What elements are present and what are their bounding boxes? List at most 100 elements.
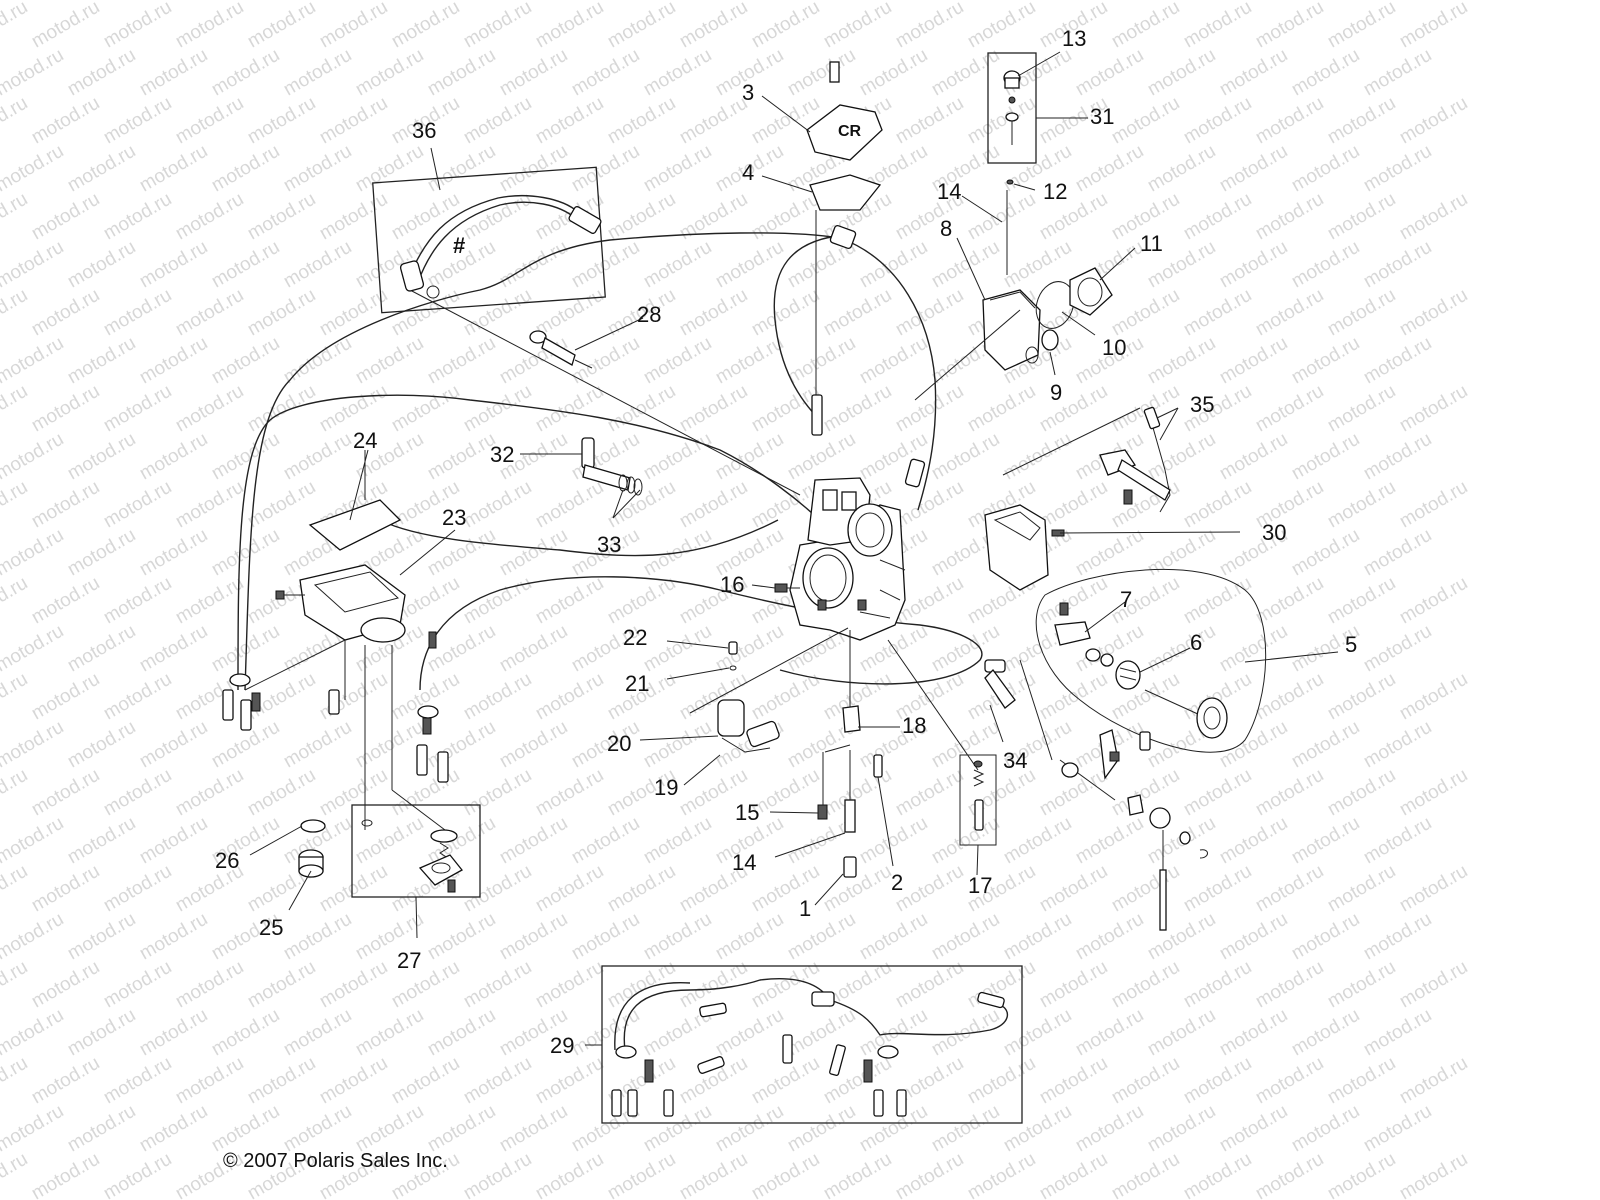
watermark-text: motod.ru bbox=[280, 45, 355, 101]
watermark-text: motod.ru bbox=[1216, 813, 1291, 869]
watermark-text: motod.ru bbox=[0, 237, 67, 293]
watermark-text: motod.ru bbox=[28, 861, 103, 917]
watermark-text: motod.ru bbox=[28, 93, 103, 149]
watermark-text: motod.ru bbox=[0, 0, 31, 52]
watermark-text: motod.ru bbox=[496, 45, 571, 101]
watermark-text: motod.ru bbox=[856, 0, 931, 4]
watermark-text: motod.ru bbox=[0, 909, 67, 965]
watermark-text: motod.ru bbox=[1360, 237, 1435, 293]
watermark-text: motod.ru bbox=[64, 909, 139, 965]
callout-31: 31 bbox=[1090, 104, 1114, 129]
watermark-text: motod.ru bbox=[712, 429, 787, 485]
parts-13-31 bbox=[1003, 70, 1021, 145]
watermark-text: motod.ru bbox=[28, 477, 103, 533]
watermark-text: motod.ru bbox=[64, 141, 139, 197]
watermark-text: motod.ru bbox=[64, 429, 139, 485]
watermark-text: motod.ru bbox=[100, 1053, 175, 1109]
watermark-text: motod.ru bbox=[1144, 1005, 1219, 1061]
watermark-text: motod.ru bbox=[784, 429, 859, 485]
watermark-text: motod.ru bbox=[460, 669, 535, 725]
watermark-text: motod.ru bbox=[64, 333, 139, 389]
watermark-text: motod.ru bbox=[640, 0, 715, 4]
watermark-text: motod.ru bbox=[0, 333, 67, 389]
watermark-text: motod.ru bbox=[424, 525, 499, 581]
float-19 bbox=[717, 699, 780, 753]
watermark-text: motod.ru bbox=[1216, 141, 1291, 197]
watermark-text: motod.ru bbox=[1252, 669, 1327, 725]
watermark-text: motod.ru bbox=[1144, 621, 1219, 677]
watermark-text: motod.ru bbox=[1108, 1053, 1183, 1109]
screw-16 bbox=[774, 583, 788, 593]
watermark-text: motod.ru bbox=[1108, 93, 1183, 149]
watermark-text: motod.ru bbox=[136, 717, 211, 773]
o-ring-10 bbox=[1035, 281, 1075, 329]
watermark-text: motod.ru bbox=[1252, 0, 1327, 52]
watermark-text: motod.ru bbox=[784, 1101, 859, 1157]
watermark-text: motod.ru bbox=[532, 861, 607, 917]
drain-plug-25 bbox=[298, 849, 324, 878]
watermark-text: motod.ru bbox=[604, 0, 679, 52]
callout-21: 21 bbox=[625, 671, 649, 696]
watermark-text: motod.ru bbox=[1324, 93, 1399, 149]
o-ring-21 bbox=[729, 665, 737, 671]
watermark-text: motod.ru bbox=[820, 1149, 895, 1200]
watermark-text: motod.ru bbox=[208, 45, 283, 101]
callout-9: 9 bbox=[1050, 380, 1062, 405]
watermark-text: motod.ru bbox=[28, 765, 103, 821]
watermark-text: motod.ru bbox=[892, 381, 967, 437]
watermark-text: motod.ru bbox=[1396, 0, 1471, 52]
watermark-text: motod.ru bbox=[1396, 957, 1471, 1013]
callout-15: 15 bbox=[735, 800, 759, 825]
watermark-text: motod.ru bbox=[280, 0, 355, 4]
watermark-text: motod.ru bbox=[100, 861, 175, 917]
watermark-text: motod.ru bbox=[640, 1101, 715, 1157]
watermark-text: motod.ru bbox=[28, 1149, 103, 1200]
watermark-text: motod.ru bbox=[496, 237, 571, 293]
watermark-text: motod.ru bbox=[820, 1053, 895, 1109]
watermark-text: motod.ru bbox=[136, 621, 211, 677]
watermark-text: motod.ru bbox=[1360, 621, 1435, 677]
callout-35: 35 bbox=[1190, 392, 1214, 417]
watermark-text: motod.ru bbox=[496, 0, 571, 4]
watermark-text: motod.ru bbox=[0, 861, 31, 917]
mixture-screw-17 bbox=[972, 760, 985, 831]
watermark-text: motod.ru bbox=[1288, 45, 1363, 101]
watermark-text: motod.ru bbox=[208, 0, 283, 4]
watermark-text: motod.ru bbox=[928, 1005, 1003, 1061]
watermark-text: motod.ru bbox=[136, 0, 211, 4]
watermark-text: motod.ru bbox=[424, 429, 499, 485]
watermark-text: motod.ru bbox=[1360, 909, 1435, 965]
watermark-text: motod.ru bbox=[1252, 957, 1327, 1013]
watermark-text: motod.ru bbox=[280, 141, 355, 197]
watermark-text: motod.ru bbox=[208, 525, 283, 581]
watermark-text: motod.ru bbox=[1036, 1053, 1111, 1109]
watermark-text: motod.ru bbox=[1252, 381, 1327, 437]
watermark-text: motod.ru bbox=[352, 0, 427, 4]
watermark-text: motod.ru bbox=[0, 1005, 67, 1061]
watermark-text: motod.ru bbox=[1288, 813, 1363, 869]
watermark-text: motod.ru bbox=[712, 333, 787, 389]
watermark-text: motod.ru bbox=[532, 1149, 607, 1200]
watermark-text: motod.ru bbox=[532, 957, 607, 1013]
watermark-text: motod.ru bbox=[316, 957, 391, 1013]
watermark-text: motod.ru bbox=[532, 93, 607, 149]
watermark-text: motod.ru bbox=[136, 237, 211, 293]
callout-14-bottom: 14 bbox=[732, 850, 756, 875]
watermark-text: motod.ru bbox=[496, 717, 571, 773]
needle-jet-14 bbox=[844, 750, 856, 833]
watermark-text: motod.ru bbox=[244, 285, 319, 341]
watermark-text: motod.ru bbox=[892, 0, 967, 52]
accelerator-pump-27 bbox=[361, 819, 463, 893]
watermark-text: motod.ru bbox=[1252, 93, 1327, 149]
watermark-text: motod.ru bbox=[280, 717, 355, 773]
watermark-text: motod.ru bbox=[964, 1053, 1039, 1109]
watermark-text: motod.ru bbox=[1036, 573, 1111, 629]
watermark-text: motod.ru bbox=[1360, 429, 1435, 485]
watermark-text: motod.ru bbox=[784, 333, 859, 389]
watermark-text: motod.ru bbox=[388, 381, 463, 437]
watermark-text: motod.ru bbox=[532, 1053, 607, 1109]
copyright-notice: © 2007 Polaris Sales Inc. bbox=[223, 1150, 448, 1172]
watermark-text: motod.ru bbox=[496, 141, 571, 197]
watermark-text: motod.ru bbox=[1324, 765, 1399, 821]
watermark-text: motod.ru bbox=[1216, 1005, 1291, 1061]
